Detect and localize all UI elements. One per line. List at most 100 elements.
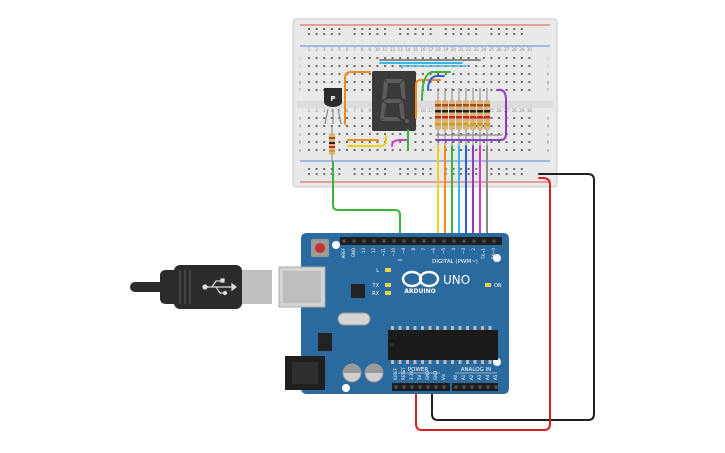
header-pin[interactable] (402, 385, 406, 389)
header-pin-label: 3.3V (409, 371, 414, 380)
bb-hole (399, 141, 402, 143)
rail-hole (308, 33, 310, 35)
wire-orange-collector[interactable] (344, 71, 371, 125)
wire-blue-display[interactable] (427, 75, 445, 91)
bb-hole (498, 65, 500, 67)
header-pin[interactable] (454, 385, 458, 389)
rail-hole (467, 28, 470, 30)
rail-hole (323, 168, 326, 170)
bb-hole (498, 141, 500, 143)
header-pin[interactable] (470, 385, 474, 389)
segment-resistor[interactable] (484, 100, 490, 130)
header-pin[interactable] (442, 239, 446, 243)
bb-hole (475, 89, 478, 91)
segment-resistor[interactable] (463, 100, 469, 130)
wire-cyan-top-2[interactable] (401, 65, 467, 69)
bb-hole (308, 81, 310, 83)
header-pin[interactable] (410, 385, 414, 389)
rail-hole (444, 33, 447, 35)
bb-hole (414, 133, 417, 135)
wire-green-pin8[interactable] (332, 161, 401, 239)
bb-hole (346, 117, 348, 119)
wire-red-5v[interactable] (415, 177, 551, 431)
bb-hole (308, 125, 310, 127)
header-pin[interactable] (482, 239, 486, 243)
bb-hole (513, 73, 516, 75)
header-pin[interactable] (478, 385, 482, 389)
header-pin[interactable] (472, 239, 476, 243)
rail-hole (308, 168, 310, 170)
seven-segment-display[interactable]: 8 (372, 71, 416, 131)
header-pin[interactable] (362, 239, 366, 243)
bb-hole (513, 65, 516, 67)
rail-hole (315, 28, 318, 30)
bb-hole (528, 65, 531, 67)
header-pin[interactable] (412, 239, 416, 243)
segment-resistor[interactable] (435, 100, 441, 130)
header-pin[interactable] (434, 385, 438, 389)
header-pin[interactable] (492, 239, 496, 243)
chip-pin (443, 326, 447, 330)
header-pin[interactable] (452, 239, 456, 243)
bb-hole (528, 73, 531, 75)
header-pin[interactable] (432, 239, 436, 243)
header-pin[interactable] (394, 385, 398, 389)
wire-green-display[interactable] (421, 71, 451, 101)
header-pin-label: AREF (341, 247, 346, 258)
bb-hole (323, 117, 326, 119)
header-pin[interactable] (462, 385, 466, 389)
rail-hole (429, 168, 432, 170)
wire-magenta-bottom[interactable] (391, 139, 409, 147)
bb-hole (429, 141, 432, 143)
segment-resistor[interactable] (470, 100, 476, 130)
header-pin[interactable] (372, 239, 376, 243)
header-pin[interactable] (352, 239, 356, 243)
bb-hole (308, 73, 310, 75)
rail-hole (315, 168, 318, 170)
rail-hole (498, 28, 500, 30)
header-pin[interactable] (486, 385, 490, 389)
header-pin[interactable] (442, 385, 446, 389)
led-tx-label: TX (372, 283, 380, 289)
bb-hole (422, 125, 424, 127)
segment-resistor[interactable] (456, 100, 462, 130)
rail-hole (498, 33, 500, 35)
bb-hole (467, 65, 470, 67)
digital-header (340, 237, 502, 245)
rail-hole (475, 173, 478, 175)
header-pin-label: 12 (371, 248, 376, 254)
bb-hole (353, 133, 356, 135)
column-number: 10 (375, 47, 381, 52)
header-pin[interactable] (494, 385, 498, 389)
usb-cable[interactable] (130, 265, 272, 309)
wire-orange-display[interactable] (415, 79, 441, 119)
resistor-band (456, 116, 462, 119)
segment-resistor[interactable] (449, 100, 455, 130)
segment-resistor[interactable] (477, 100, 483, 130)
header-pin[interactable] (462, 239, 466, 243)
header-pin[interactable] (402, 239, 406, 243)
wire-purple-loop[interactable] (435, 88, 507, 141)
reset-button-cap[interactable] (315, 243, 325, 253)
header-pin[interactable] (382, 239, 386, 243)
bb-hole (315, 125, 318, 127)
base-resistor[interactable] (329, 126, 335, 162)
wire-yellow-bottom[interactable] (347, 135, 387, 147)
header-pin[interactable] (392, 239, 396, 243)
header-pin[interactable] (418, 385, 422, 389)
column-number: 4 (331, 108, 334, 113)
bb-hole (308, 149, 310, 151)
segment-resistor[interactable] (442, 100, 448, 130)
header-pin[interactable] (426, 385, 430, 389)
transistor[interactable]: P (324, 88, 342, 125)
header-pin[interactable] (342, 239, 346, 243)
segment-resistor-bank (435, 88, 490, 146)
wire-black-gnd[interactable] (431, 173, 595, 421)
header-pin[interactable] (422, 239, 426, 243)
chip-pin (436, 360, 439, 364)
bb-hole (482, 73, 485, 75)
bb-hole (414, 141, 417, 143)
bb-hole (505, 81, 508, 83)
bb-hole (467, 73, 470, 75)
